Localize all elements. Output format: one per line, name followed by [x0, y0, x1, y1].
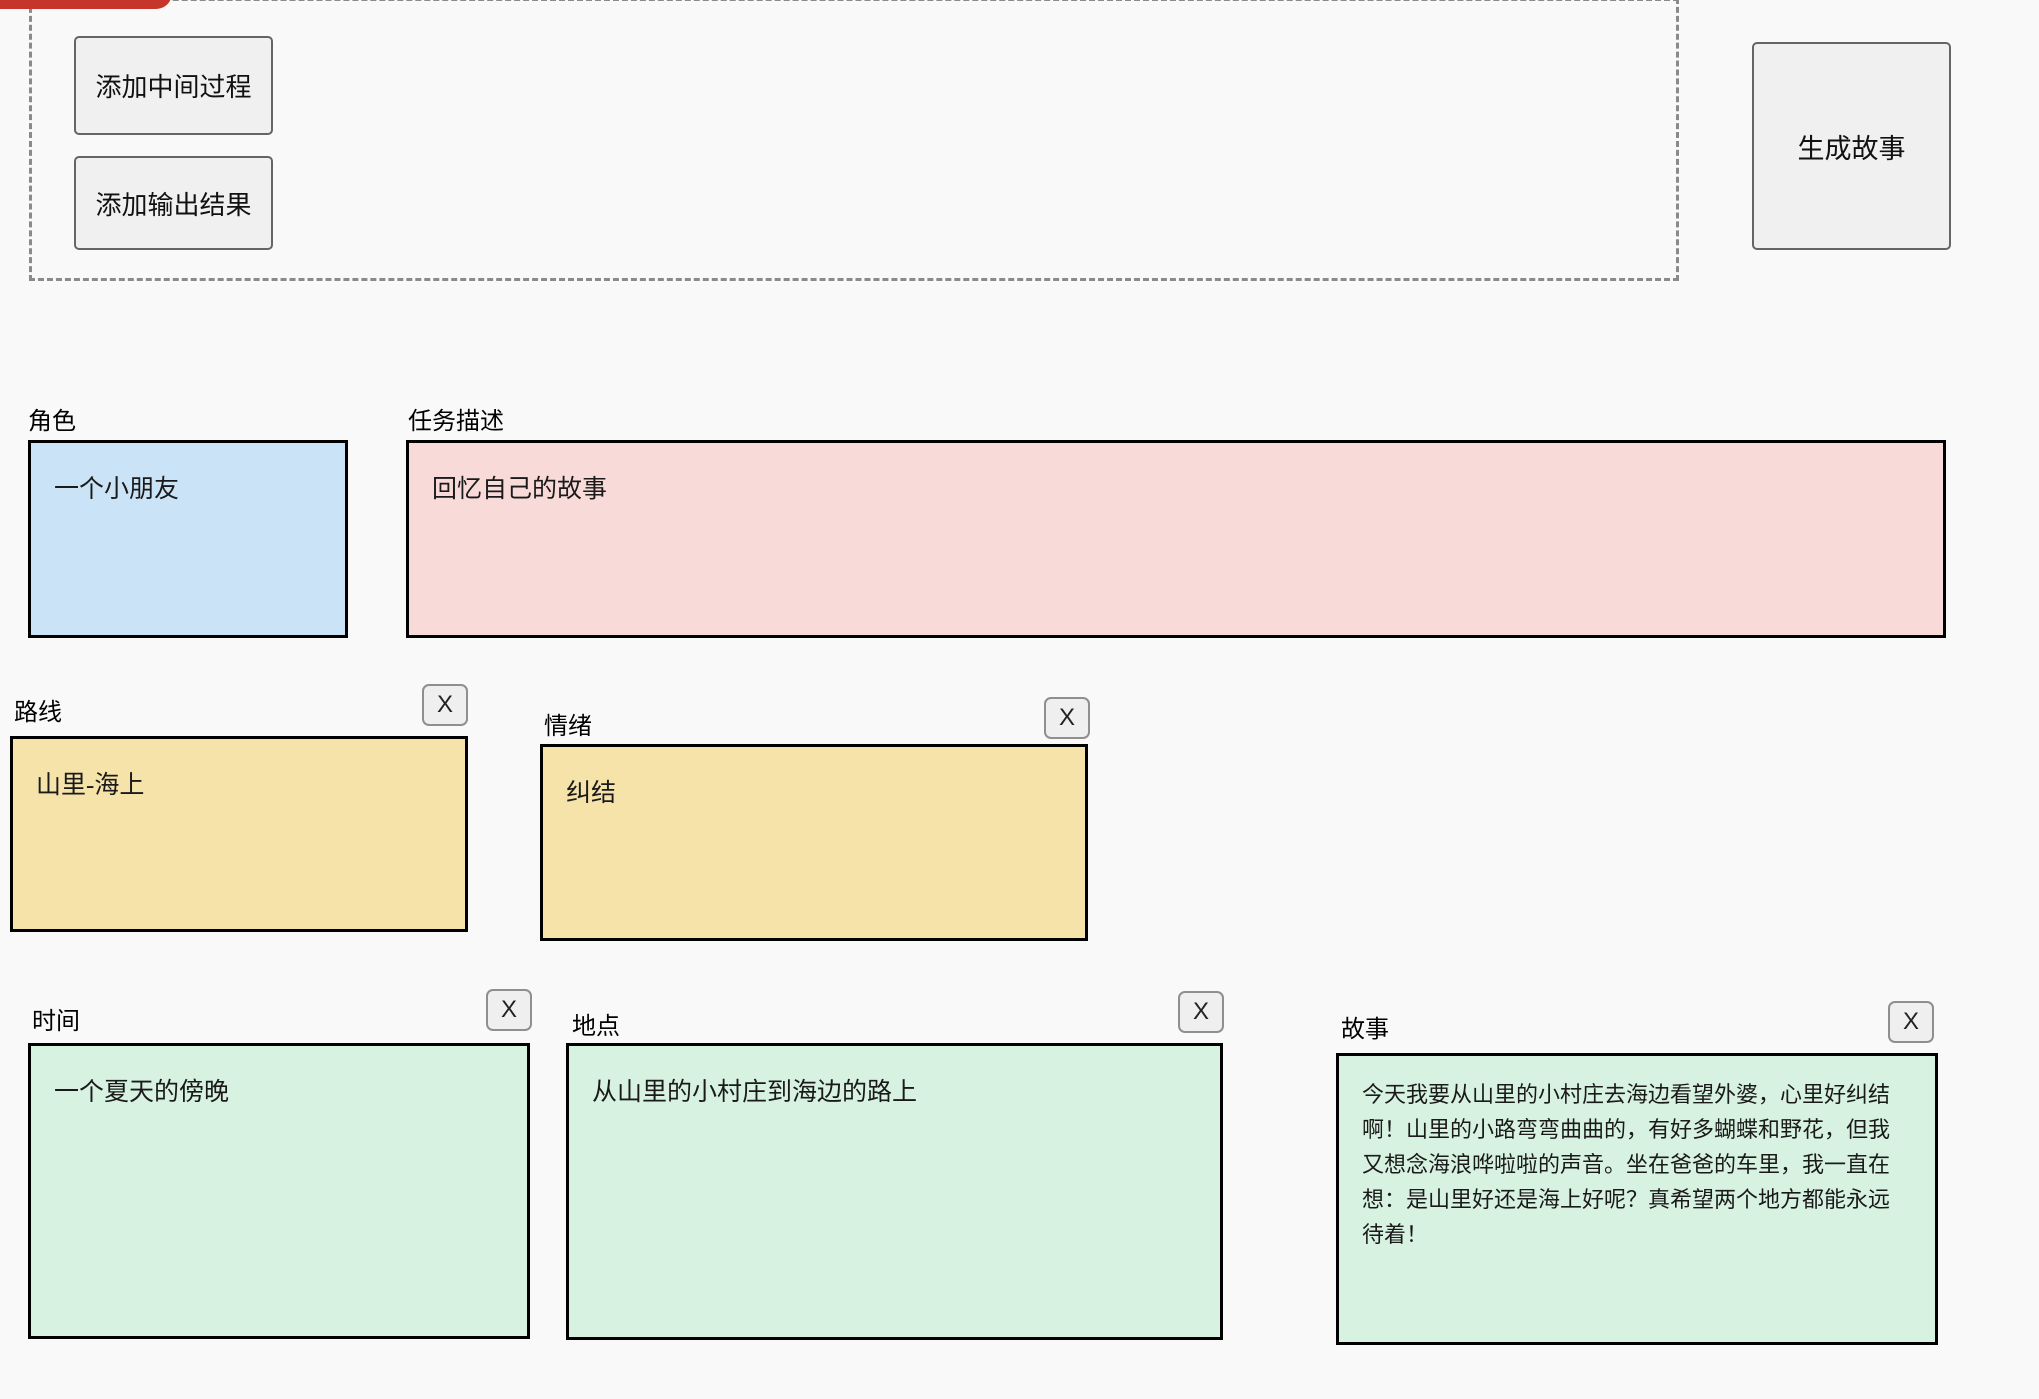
tool-palette-container	[29, 0, 1679, 281]
emotion-card-box[interactable]: 纠结	[540, 744, 1088, 941]
place-card-label: 地点	[572, 1013, 620, 1040]
generate-story-button[interactable]: 生成故事	[1752, 42, 1951, 250]
story-card-box[interactable]: 今天我要从山里的小村庄去海边看望外婆，心里好纠结啊！山里的小路弯弯曲曲的，有好多…	[1336, 1053, 1938, 1345]
role-card-box[interactable]: 一个小朋友	[28, 440, 348, 638]
route-card-box[interactable]: 山里-海上	[10, 736, 468, 932]
place-card-box[interactable]: 从山里的小村庄到海边的路上	[566, 1043, 1223, 1340]
time-close-button[interactable]: X	[486, 989, 532, 1031]
emotion-card-label: 情绪	[544, 713, 592, 740]
add-output-button[interactable]: 添加输出结果	[74, 156, 273, 250]
time-card-label: 时间	[32, 1008, 80, 1035]
task-card-box[interactable]: 回忆自己的故事	[406, 440, 1946, 638]
place-close-button[interactable]: X	[1178, 991, 1224, 1033]
add-process-button[interactable]: 添加中间过程	[74, 36, 273, 135]
task-card-label: 任务描述	[408, 408, 504, 435]
role-card-label: 角色	[28, 408, 76, 435]
time-card-box[interactable]: 一个夏天的傍晚	[28, 1043, 530, 1339]
emotion-close-button[interactable]: X	[1044, 697, 1090, 739]
story-close-button[interactable]: X	[1888, 1001, 1934, 1043]
route-card-label: 路线	[14, 699, 62, 726]
red-accent-bar	[0, 0, 172, 9]
story-card-label: 故事	[1341, 1016, 1389, 1043]
route-close-button[interactable]: X	[422, 684, 468, 726]
